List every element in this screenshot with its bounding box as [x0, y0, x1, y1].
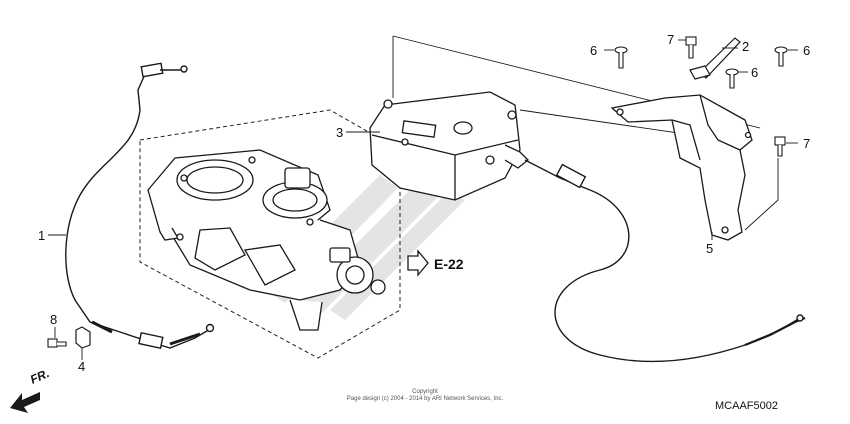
clip: [75, 326, 91, 349]
bracket: [610, 94, 753, 241]
callout-7a: 7: [667, 32, 675, 47]
callout-6b: 6: [751, 65, 759, 80]
callout-1: 1: [38, 228, 46, 243]
module-cable: [524, 159, 806, 363]
reference-label: E-22: [434, 256, 464, 272]
callout-4: 4: [78, 359, 86, 374]
copyright-line-1: Copyright: [412, 389, 438, 395]
callout-8: 8: [50, 312, 58, 327]
throttle-body-outline: [139, 109, 401, 359]
reference-arrow-icon: [407, 249, 429, 277]
control-module: [369, 91, 529, 201]
callout-3: 3: [336, 125, 344, 140]
copyright-line-2: Page design (c) 2004 - 2014 by ARI Netwo…: [346, 396, 504, 402]
front-direction-arrow-icon: [10, 392, 40, 413]
callout-6c: 6: [803, 43, 811, 58]
callout-6a: 6: [590, 43, 598, 58]
leader-lines: [48, 39, 798, 360]
callout-5: 5: [706, 241, 714, 256]
throttle-cable: [65, 62, 215, 349]
bolts: [47, 36, 788, 348]
throttle-body: [147, 149, 386, 331]
callout-2: 2: [742, 39, 750, 54]
callout-7b: 7: [803, 136, 811, 151]
drawing-code: MCAAF5002: [715, 400, 778, 412]
